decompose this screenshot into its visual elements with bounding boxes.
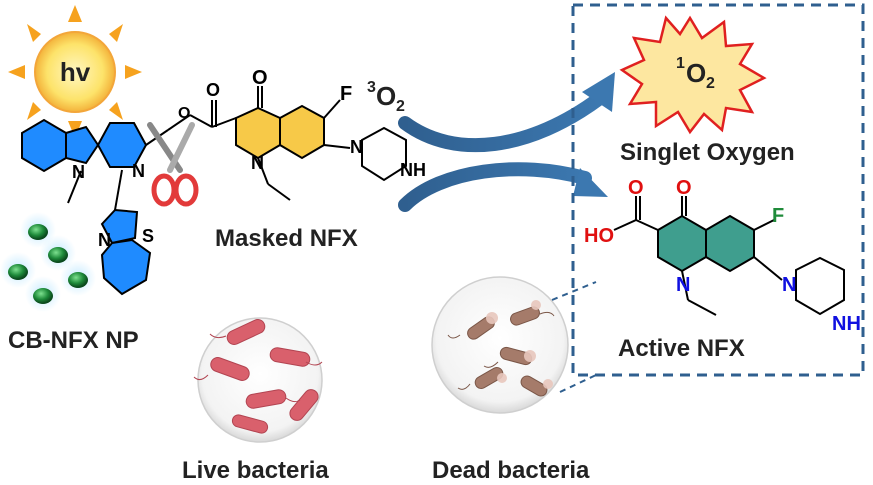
singlet-oxygen-formula: 1 O 2 (676, 55, 715, 92)
svg-text:2: 2 (396, 98, 405, 115)
triplet-oxygen-formula: 3 O 2 (367, 79, 405, 115)
products-dashed-box (571, 3, 865, 377)
atom-nh-active: NH (832, 313, 861, 335)
atom-o-ester-carbonyl: O (206, 80, 220, 100)
atom-n-indole: N (72, 162, 85, 182)
atom-n-pyridine: N (132, 161, 145, 181)
atom-f-active: F (772, 205, 784, 227)
atom-n-piperazine: N (350, 137, 363, 157)
scissors-icon (147, 122, 199, 207)
svg-text:1: 1 (676, 55, 685, 72)
cb-nfx-np-label: CB-NFX NP (8, 327, 139, 354)
masked-nfx-label: Masked NFX (215, 225, 358, 252)
svg-text:2: 2 (706, 75, 715, 92)
active-nfx-structure (613, 196, 845, 316)
sun-icon (8, 5, 142, 138)
atom-n-thiazole: N (98, 230, 111, 250)
atom-ho: HO (584, 225, 614, 247)
atom-o-acid: O (628, 177, 644, 199)
atom-n-ring: N (251, 153, 264, 173)
nanoparticle-dots (0, 212, 96, 312)
singlet-oxygen-burst-icon (619, 15, 767, 135)
active-nfx-label: Active NFX (618, 335, 745, 362)
atom-n-ring-active: N (676, 274, 690, 296)
atom-o-ketone-active: O (676, 177, 692, 199)
arrow-to-active-nfx (398, 162, 608, 212)
svg-text:O: O (686, 58, 706, 88)
arrow-to-singlet-oxygen (398, 72, 615, 153)
singlet-oxygen-label: Singlet Oxygen (620, 139, 795, 166)
live-bacteria-illustration (193, 317, 323, 443)
atom-nh: NH (400, 160, 426, 180)
atom-n-piperazine-active: N (782, 274, 796, 296)
masked-nfx-structure (167, 86, 407, 201)
atom-f: F (340, 83, 352, 105)
atom-o-ester: O (178, 105, 190, 122)
atom-s: S (142, 226, 154, 246)
svg-text:3: 3 (367, 79, 376, 96)
svg-text:O: O (376, 81, 396, 111)
atom-o-ketone: O (252, 67, 268, 89)
dead-bacteria-callout-line-lower (559, 374, 597, 393)
live-bacteria-label: Live bacteria (182, 457, 329, 484)
sun-label: hv (60, 57, 91, 87)
carboline-structure (21, 118, 169, 296)
dead-bacteria-illustration (431, 276, 569, 414)
dead-bacteria-label: Dead bacteria (432, 457, 590, 484)
dead-bacteria-callout-line (551, 281, 597, 301)
